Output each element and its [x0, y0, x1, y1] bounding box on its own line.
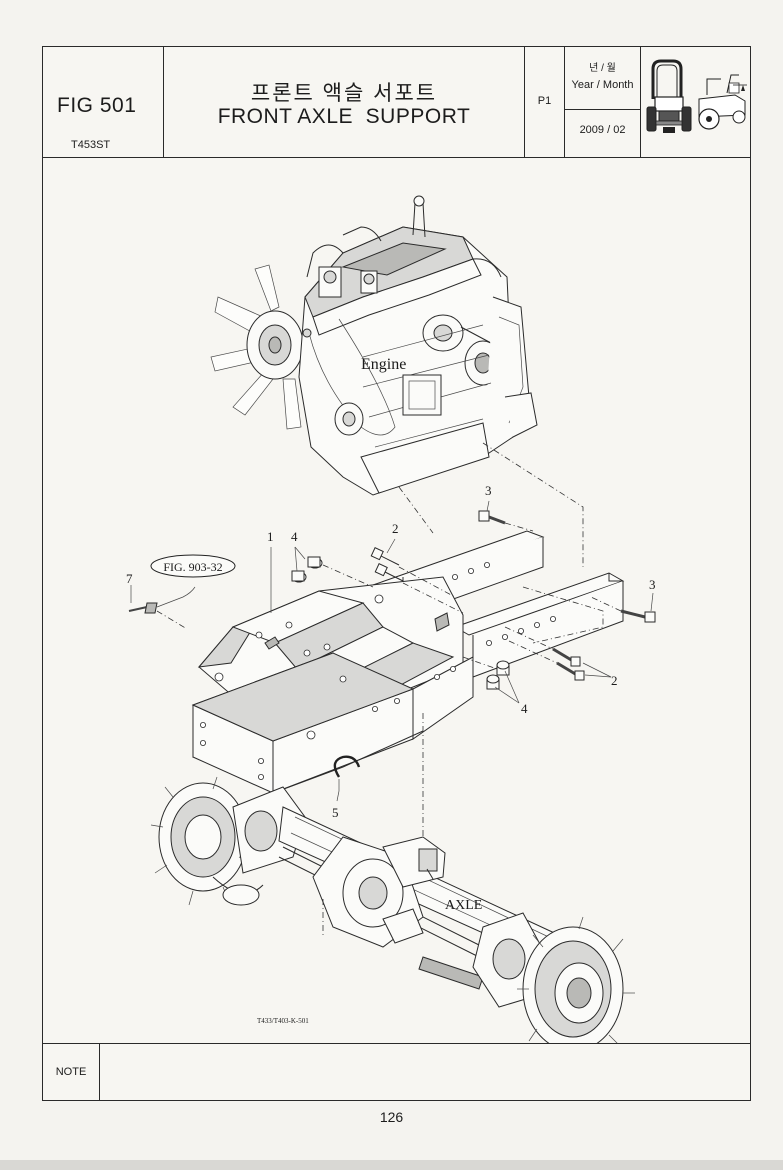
callout-5: 5 — [332, 805, 339, 820]
callout-4-lower: 4 — [521, 701, 528, 716]
tractor-front-icon — [646, 59, 747, 133]
bolt-3-upper — [478, 510, 534, 532]
diagram-canvas: Engine — [126, 195, 656, 1043]
clip-5 — [333, 755, 361, 791]
note-label: NOTE — [55, 1066, 87, 1078]
bolt-set-upper — [370, 547, 464, 614]
date-cell: 년 / 월 Year / Month 2009 / 02 — [565, 47, 641, 157]
callout-2-lower: 2 — [611, 673, 618, 688]
header-table: FIG 501 T453ST 프론트 액슬 서포트 FRONT AXLE SUP… — [43, 47, 750, 158]
callout-3-upper: 3 — [485, 483, 492, 498]
page-cell: P1 — [525, 47, 565, 157]
front-axle-support-frame — [191, 530, 625, 794]
engine-assembly: Engine — [210, 195, 538, 496]
front-axle-assembly: AXLE T433/T403-K-501 — [150, 776, 635, 1043]
title-cell: 프론트 액슬 서포트 FRONT AXLE SUPPORT — [164, 47, 525, 157]
note-row: NOTE — [43, 1043, 750, 1101]
page-label: P1 — [537, 95, 552, 107]
year-month-value: 2009 / 02 — [579, 124, 626, 136]
exploded-parts-diagram: Engine — [43, 157, 752, 1043]
engine-label: Engine — [361, 356, 406, 373]
callout-1: 1 — [267, 529, 274, 544]
year-month-english: Year / Month — [571, 79, 634, 91]
tractor-icon-cell — [641, 47, 752, 157]
model-code: T453ST — [71, 139, 111, 151]
bushing-4-upper — [291, 556, 374, 588]
date-divider — [565, 109, 640, 110]
bolt-3-right — [590, 596, 656, 623]
note-label-cell: NOTE — [43, 1044, 100, 1101]
axle-label: AXLE — [445, 898, 482, 913]
bushing-4-lower — [462, 656, 510, 690]
parts-sheet: FIG 501 T453ST 프론트 액슬 서포트 FRONT AXLE SUP… — [42, 46, 751, 1101]
tractor-side-icon — [698, 74, 747, 130]
bolt-set-lower — [504, 586, 604, 681]
callout-2-upper: 2 — [392, 521, 399, 536]
year-month-korean: 년 / 월 — [589, 63, 616, 74]
title-english: FRONT AXLE SUPPORT — [217, 105, 471, 128]
fig-cell: FIG 501 T453ST — [43, 47, 164, 157]
fig-reference-bubble — [150, 554, 236, 578]
callout-3-right: 3 — [649, 577, 656, 592]
page-number: 126 — [379, 1109, 404, 1125]
drawing-code: T433/T403-K-501 — [257, 1017, 309, 1025]
callout-4-upper: 4 — [291, 529, 298, 544]
fig-reference: FIG. 903-32 — [163, 560, 222, 574]
callout-7: 7 — [126, 571, 133, 586]
title-korean: 프론트 액슬 서포트 — [250, 82, 438, 105]
fig-number: FIG 501 — [57, 94, 137, 117]
scan-edge — [0, 1160, 783, 1170]
screw-7 — [128, 586, 196, 630]
